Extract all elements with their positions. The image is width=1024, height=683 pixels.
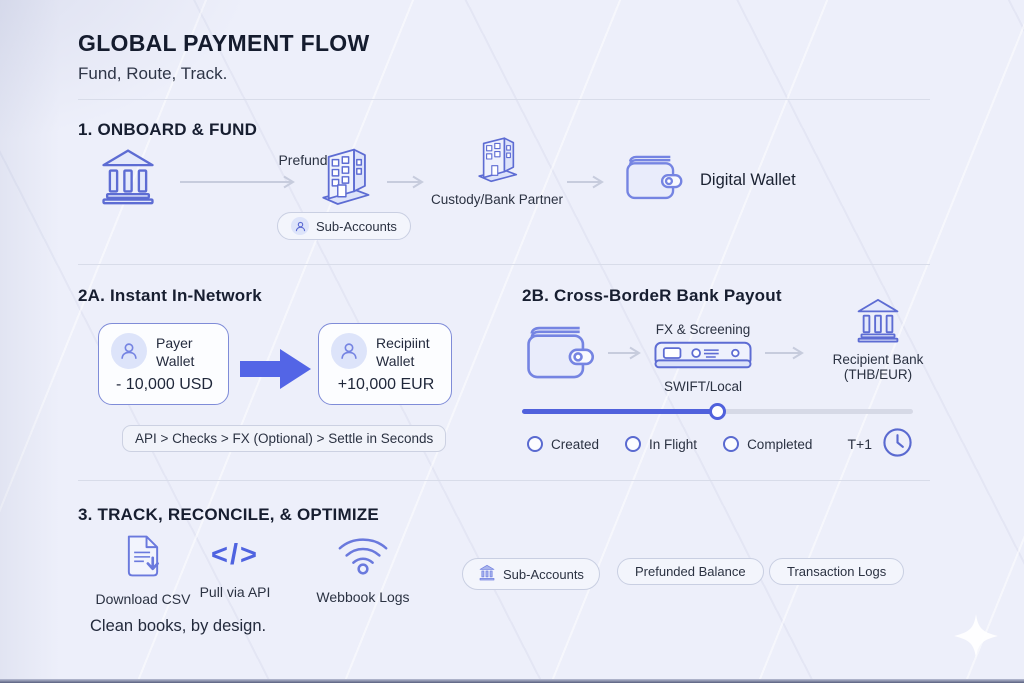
download-csv-icon[interactable] [120,533,166,584]
payer-wallet-card: Payer Wallet - 10,000 USD [98,323,229,405]
status-label-in-flight: In Flight [649,436,698,452]
recipient-wallet-card: Recipiint Wallet +10,000 EUR [318,323,452,405]
clock-icon [882,427,913,461]
divider-header [78,99,930,100]
sub-accounts-pill[interactable]: Sub-Accounts [277,212,411,240]
digital-wallet-label: Digital Wallet [700,171,796,189]
recipient-card-name: Recipiint Wallet [376,335,430,369]
payer-card-amount: - 10,000 USD [116,376,213,393]
timing-label: T+1 [847,436,872,452]
sub-accounts-pill-label: Sub-Accounts [316,218,397,234]
bank-mini-icon [478,564,496,584]
transaction-logs-label: Transaction Logs [787,564,887,579]
section2a-heading: 2A. Instant In-Network [78,286,262,305]
prefunded-balance-label: Prefunded Balance [635,564,746,579]
sub-accounts-feature-label: Sub-Accounts [503,566,584,582]
payout-progress-thumb[interactable] [709,403,726,420]
recipient-bank-label-line2: (THB/EUR) [843,367,913,382]
sparkle-icon [952,612,1000,665]
api-flow-breadcrumb: API > Checks > FX (Optional) > Settle in… [122,425,447,452]
status-label-completed: Completed [747,436,813,452]
custody-label: Custody/Bank Partner [430,192,564,207]
arrow-platform-to-custody [386,175,432,194]
section3-heading: 3. TRACK, RECONCILE, & OPTIMIZE [78,505,379,524]
transfer-arrow-icon [240,346,312,397]
webhook-wifi-icon[interactable] [336,533,390,582]
status-label-created: Created [551,436,600,452]
custody-building-icon [473,133,521,190]
payer-card-name: Payer Wallet [156,335,195,369]
divider-section2 [78,480,930,481]
section1-heading: 1. ONBOARD & FUND [78,120,258,139]
status-radio-created[interactable] [527,436,543,452]
payment-terminal-icon [654,341,752,376]
person-icon [291,217,309,235]
page-subtitle: Fund, Route, Track. [78,64,228,83]
fx-screening-label: FX & Screening [655,322,751,337]
arrow-bank-to-platform [178,175,304,194]
swift-local-label: SWIFT/Local [663,379,742,394]
status-radio-completed[interactable] [723,436,740,452]
prefunded-balance-pill[interactable]: Prefunded Balance [617,558,764,585]
webbook-logs-label: Webbook Logs [316,589,410,605]
tagline: Clean books, by design. [90,617,267,635]
code-icon[interactable]: </> [211,539,259,571]
arrow-fx-to-bank [764,346,812,365]
section2b-heading: 2B. Cross-BordeR Bank Payout [522,286,782,305]
payout-wallet-icon [522,320,596,389]
recipient-bank-icon [855,296,901,349]
pull-via-api-label: Pull via API [199,584,271,600]
prefund-label: Prefund [278,152,328,168]
divider-section1 [78,264,930,265]
recipient-avatar-icon [331,333,367,369]
bottom-edge-bar [0,679,1024,683]
download-csv-label: Download CSV [95,591,191,607]
platform-building-icon [316,140,374,215]
payout-progress-fill [522,409,717,414]
arrow-wallet-to-fx [607,346,649,365]
payer-avatar-icon [111,333,147,369]
status-radio-in-flight[interactable] [625,436,642,452]
transaction-logs-pill[interactable]: Transaction Logs [769,558,905,585]
bank-icon [99,146,157,211]
recipient-card-amount: +10,000 EUR [337,376,435,393]
digital-wallet-icon [622,150,684,209]
page-title: GLOBAL PAYMENT FLOW [78,30,370,56]
arrow-custody-to-wallet [566,175,612,194]
sub-accounts-feature-pill[interactable]: Sub-Accounts [462,558,600,590]
recipient-bank-label-line1: Recipient Bank [832,352,924,367]
